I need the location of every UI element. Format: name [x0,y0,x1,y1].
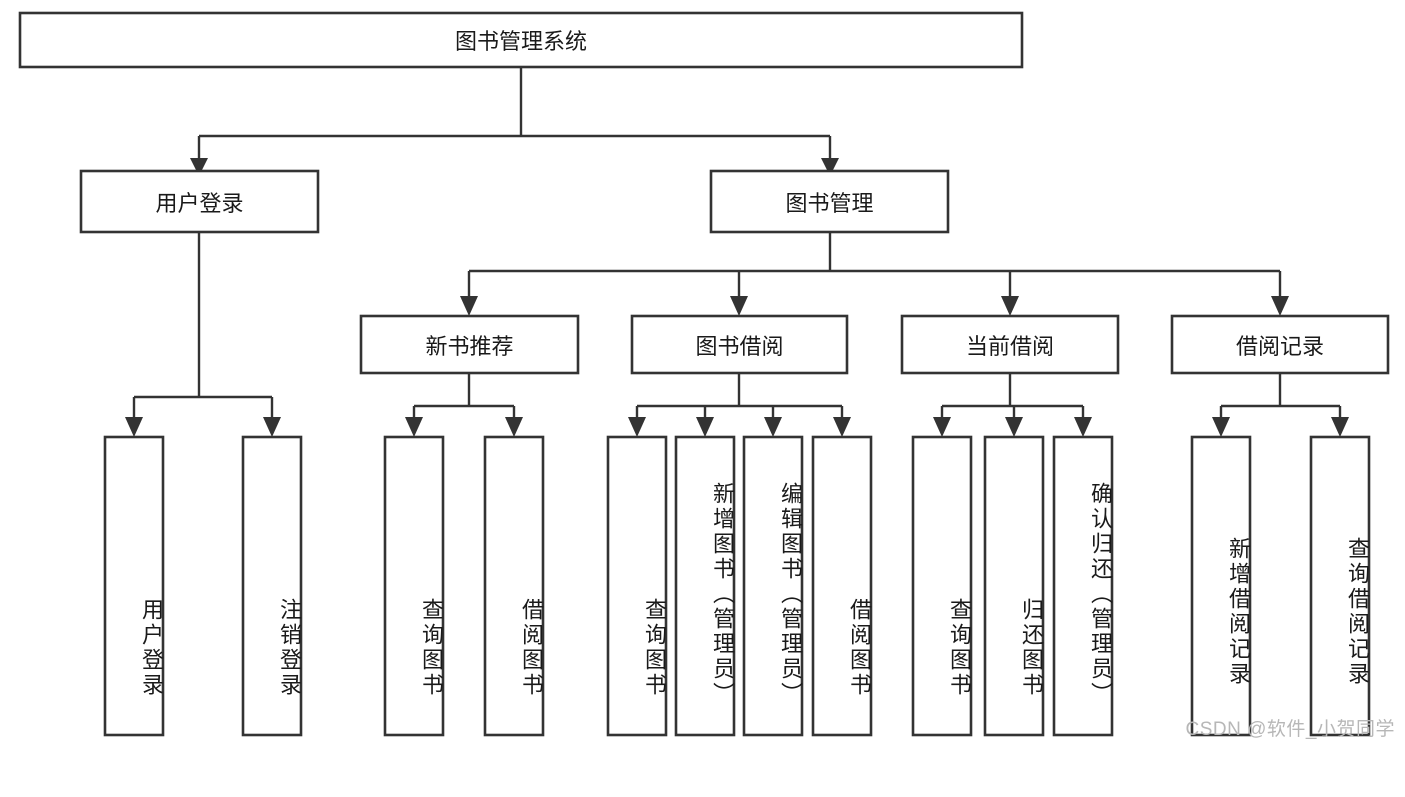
arrow-to-leaf-logout-login [263,417,281,437]
arrow-to-current-borrow [1001,296,1019,316]
arrow-to-leaf-edit-book-admin [764,417,782,437]
arrow-to-leaf-borrow-book-nbr [505,417,523,437]
arrow-to-leaf-add-borrow-record [1212,417,1230,437]
node-book-management[interactable] [709,169,950,234]
node-leaf-borrow-book-nbr[interactable] [483,435,545,737]
arrow-to-new-book-recommend [460,296,478,316]
node-leaf-confirm-return-admin[interactable] [1052,435,1114,737]
arrow-to-leaf-add-book-admin [696,417,714,437]
node-book-borrow[interactable] [630,314,849,375]
node-leaf-edit-book-admin[interactable] [742,435,804,737]
node-user-login[interactable] [79,169,320,234]
node-leaf-return-book[interactable] [983,435,1045,737]
arrow-to-leaf-query-borrow-record [1331,417,1349,437]
node-leaf-user-login[interactable] [103,435,165,737]
arrow-to-leaf-query-book-bb [628,417,646,437]
node-new-book-recommend[interactable] [359,314,580,375]
flowchart-svg [18,11,1390,737]
arrow-to-borrow-record [1271,296,1289,316]
connector-group [125,67,1349,437]
node-leaf-query-borrow-record[interactable] [1309,435,1371,737]
node-leaf-query-book-cb[interactable] [911,435,973,737]
node-leaf-query-book-bb[interactable] [606,435,668,737]
node-borrow-record[interactable] [1170,314,1390,375]
arrow-to-book-borrow [730,296,748,316]
arrow-to-leaf-query-book-nbr [405,417,423,437]
node-box-group [18,11,1390,737]
arrow-to-book-management [821,158,839,176]
flowchart-canvas: 图书管理系统 用户登录 图书管理 新书推荐 图书借阅 当前借阅 借阅记录 用户登… [18,11,1394,740]
arrow-to-leaf-user-login [125,417,143,437]
arrow-to-leaf-return-book [1005,417,1023,437]
node-leaf-borrow-book-bb[interactable] [811,435,873,737]
node-leaf-query-book-nbr[interactable] [383,435,445,737]
arrow-to-user-login [190,158,208,176]
arrow-to-leaf-confirm-return-admin [1074,417,1092,437]
arrow-to-leaf-query-book-cb [933,417,951,437]
node-leaf-logout-login[interactable] [241,435,303,737]
node-current-borrow[interactable] [900,314,1120,375]
arrow-to-leaf-borrow-book-bb [833,417,851,437]
node-leaf-add-borrow-record[interactable] [1190,435,1252,737]
node-root[interactable] [18,11,1024,69]
node-leaf-add-book-admin[interactable] [674,435,736,737]
